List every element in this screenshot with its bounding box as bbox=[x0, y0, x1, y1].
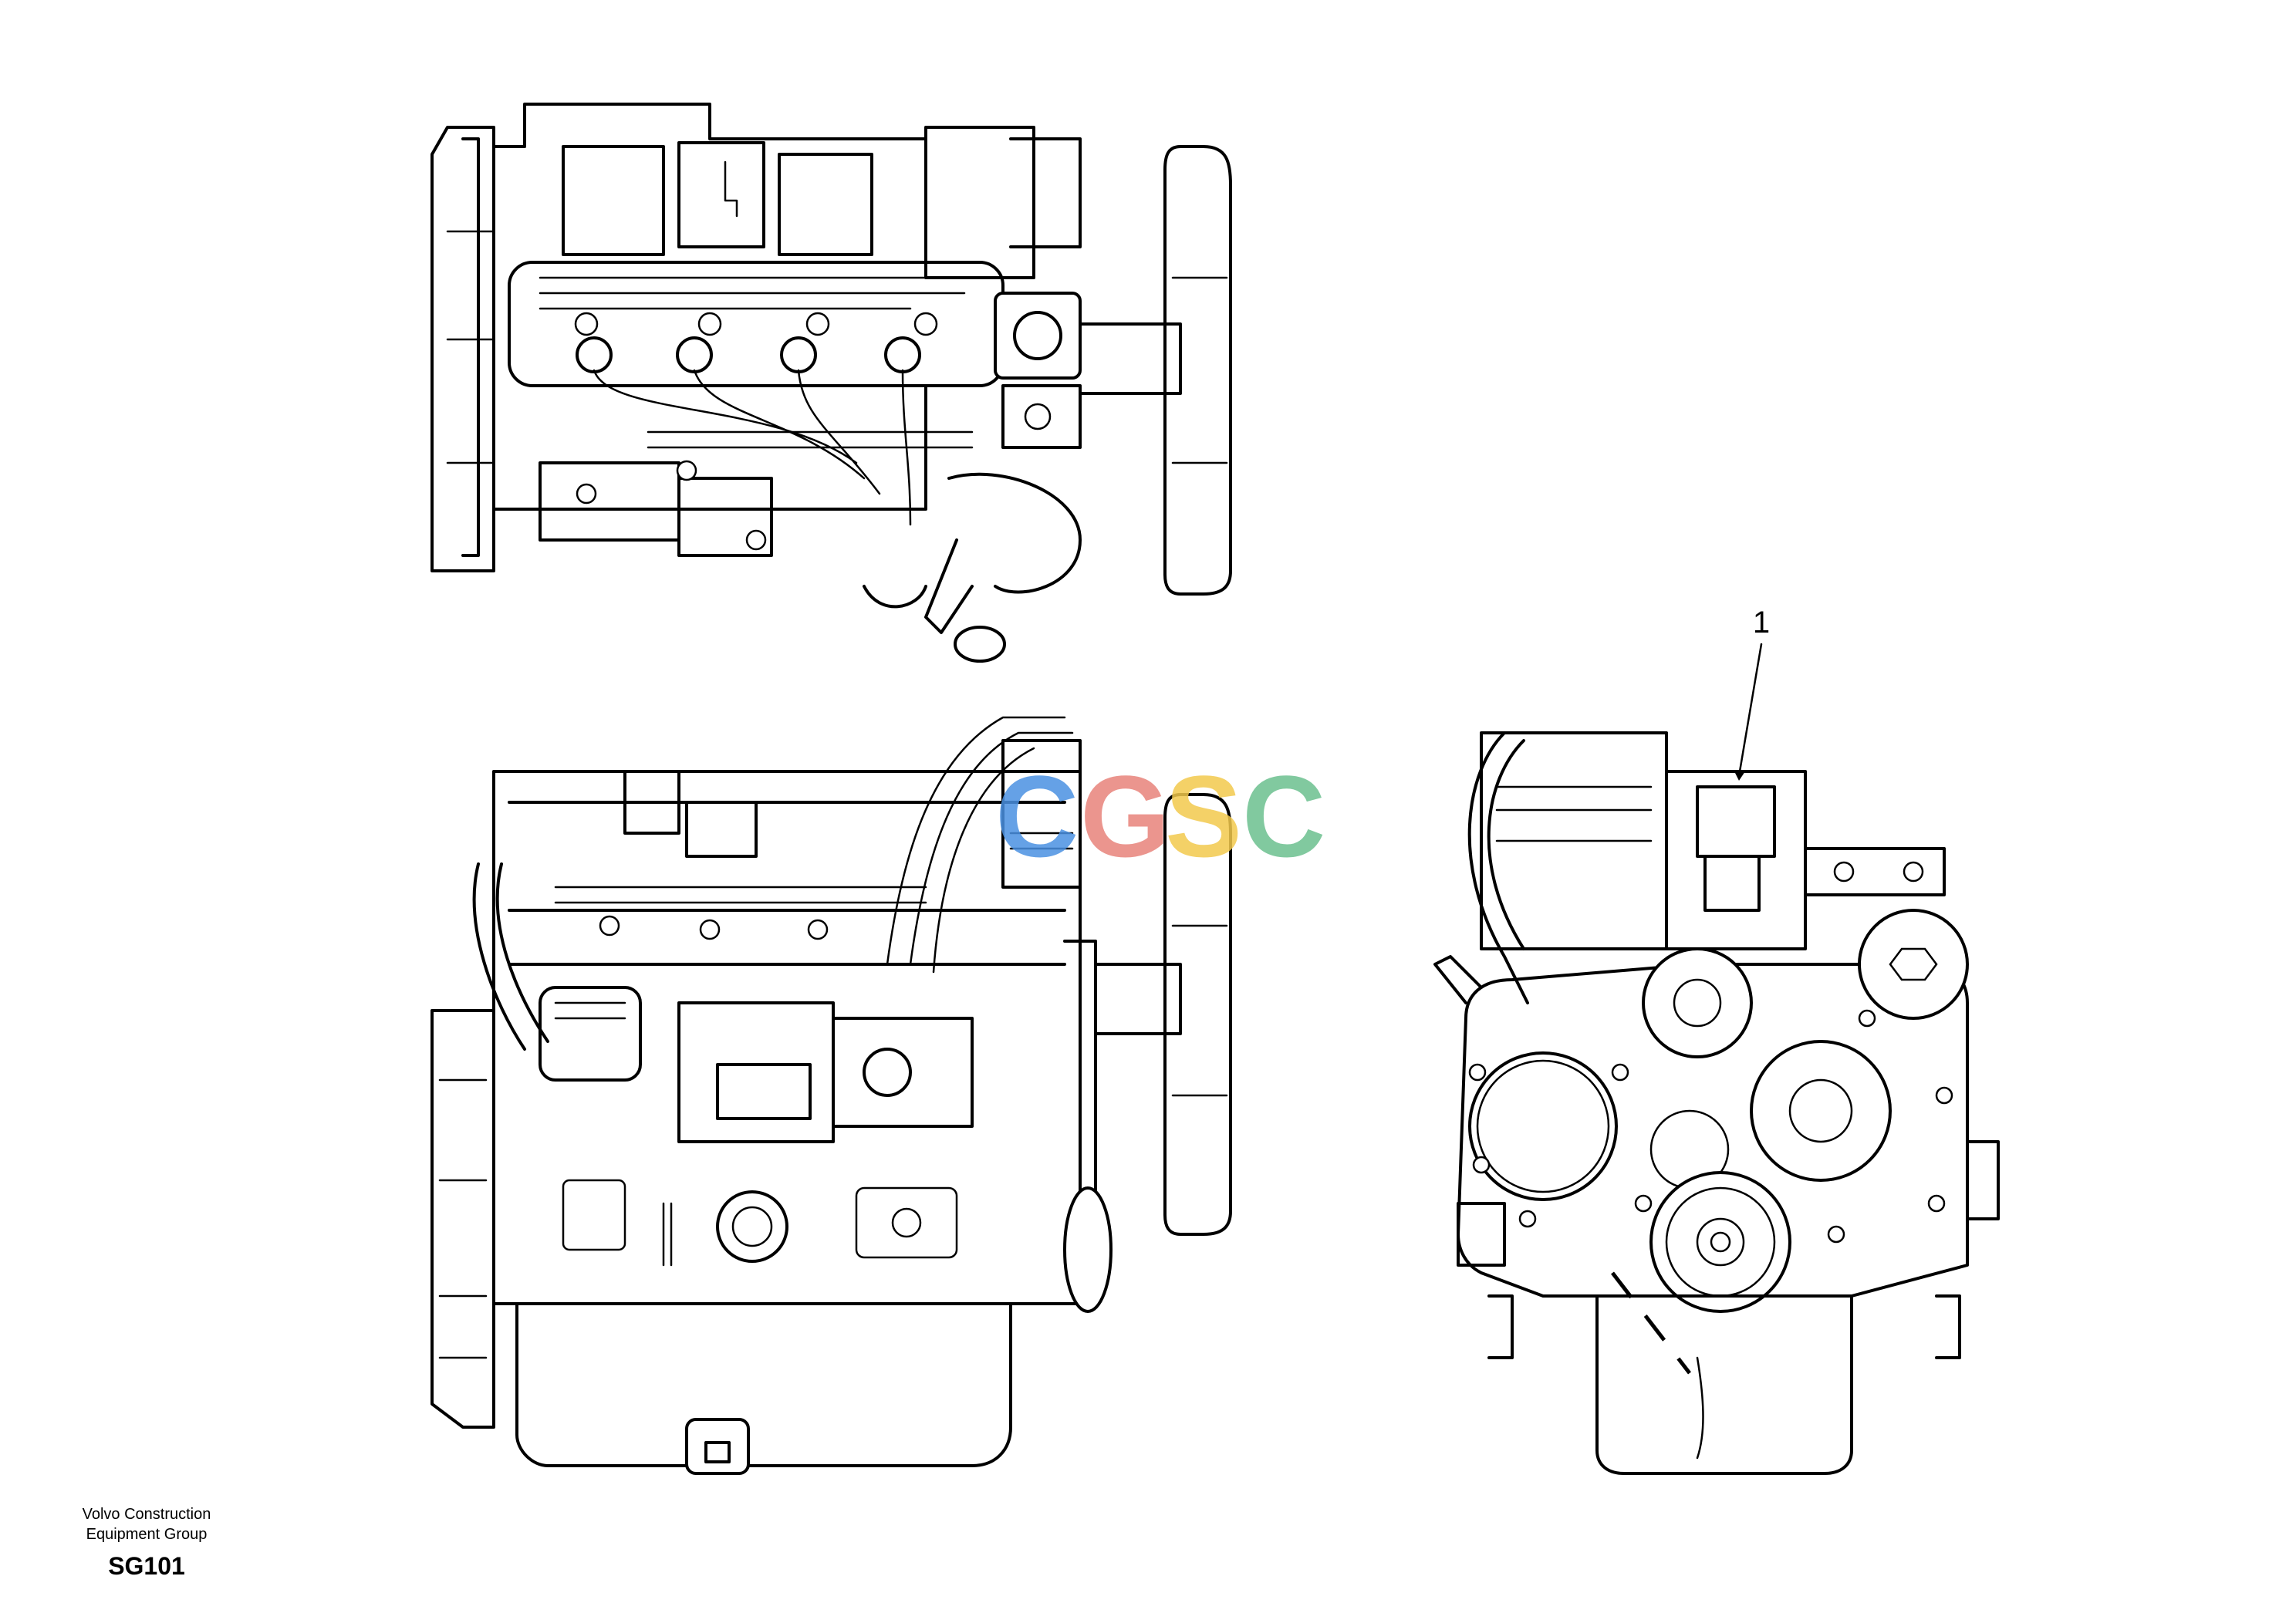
callout-1: 1 bbox=[1734, 606, 1770, 781]
watermark-letter-4: C bbox=[1242, 751, 1325, 881]
engine-side-view bbox=[430, 716, 1232, 1475]
watermark-cgsc: C G S C bbox=[995, 751, 1325, 881]
callout-label: 1 bbox=[1753, 606, 1770, 640]
footer-block: Volvo Construction Equipment Group SG101 bbox=[46, 1504, 247, 1581]
engine-front-view bbox=[1433, 731, 2000, 1475]
org-name-line1: Volvo Construction bbox=[82, 1506, 211, 1523]
org-name-line2: Equipment Group bbox=[86, 1526, 208, 1543]
watermark-letter-1: C bbox=[995, 751, 1079, 881]
drawing-code: SG101 bbox=[108, 1552, 185, 1580]
watermark-letter-3: S bbox=[1165, 751, 1242, 881]
engine-top-view bbox=[430, 103, 1232, 663]
watermark-letter-2: G bbox=[1080, 751, 1170, 881]
